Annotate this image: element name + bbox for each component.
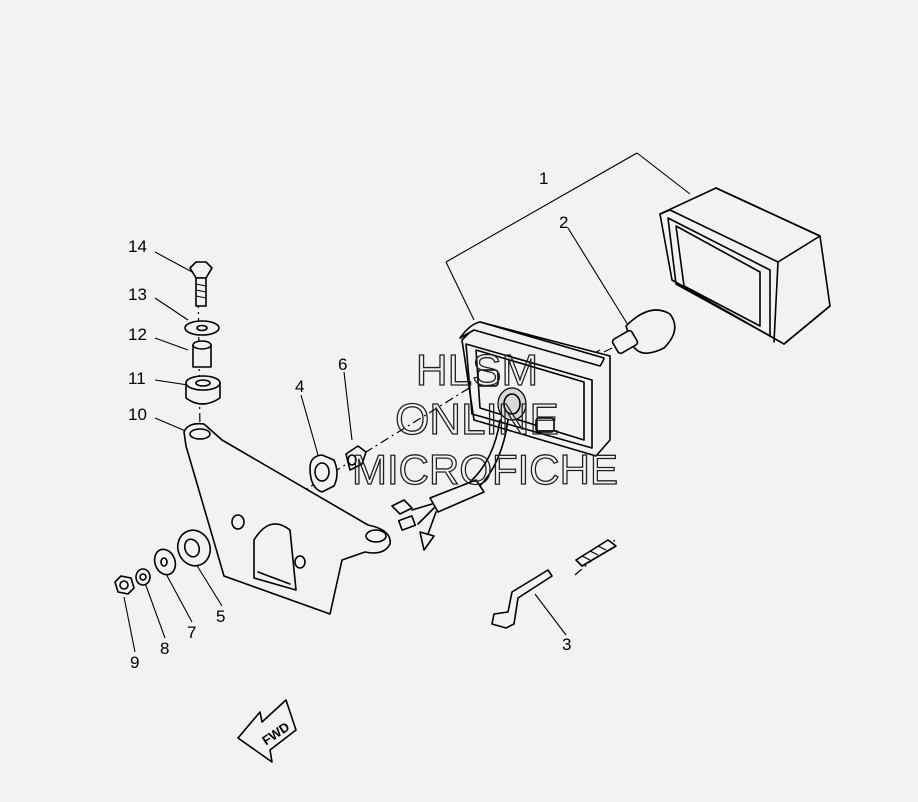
fastener-stack (114, 529, 212, 595)
tail-light-housing (391, 321, 611, 551)
callout-10: 10 (128, 405, 147, 424)
callout-7: 7 (187, 623, 196, 642)
callout-13: 13 (128, 285, 147, 304)
license-bracket (183, 422, 391, 615)
callout-11: 11 (128, 369, 146, 388)
callout-6: 6 (338, 355, 347, 374)
watermark-line-3: MICROFICHE (352, 446, 618, 493)
watermark-line-1: HLSM (416, 346, 538, 395)
watermark-line-2: ONLINE (395, 395, 559, 444)
callout-2: 2 (559, 213, 568, 232)
callouts: 1 2 3 4 5 6 7 8 9 10 11 12 13 14 (128, 169, 571, 672)
callout-4: 4 (295, 377, 304, 396)
mount-hardware (184, 261, 221, 405)
callout-3: 3 (562, 635, 571, 654)
leader-lines (123, 152, 691, 653)
tail-light-lens (659, 187, 831, 345)
callout-5: 5 (216, 607, 225, 626)
cable-tie (491, 539, 617, 629)
callout-14: 14 (128, 237, 147, 256)
spacers (309, 445, 367, 493)
callout-8: 8 (160, 639, 169, 658)
watermark: HLSM ONLINE MICROFICHE (351, 345, 618, 493)
callout-12: 12 (128, 325, 147, 344)
bulb (603, 309, 676, 355)
fwd-arrow: FWD (237, 699, 297, 763)
callout-1: 1 (539, 169, 548, 188)
callout-9: 9 (130, 653, 139, 672)
